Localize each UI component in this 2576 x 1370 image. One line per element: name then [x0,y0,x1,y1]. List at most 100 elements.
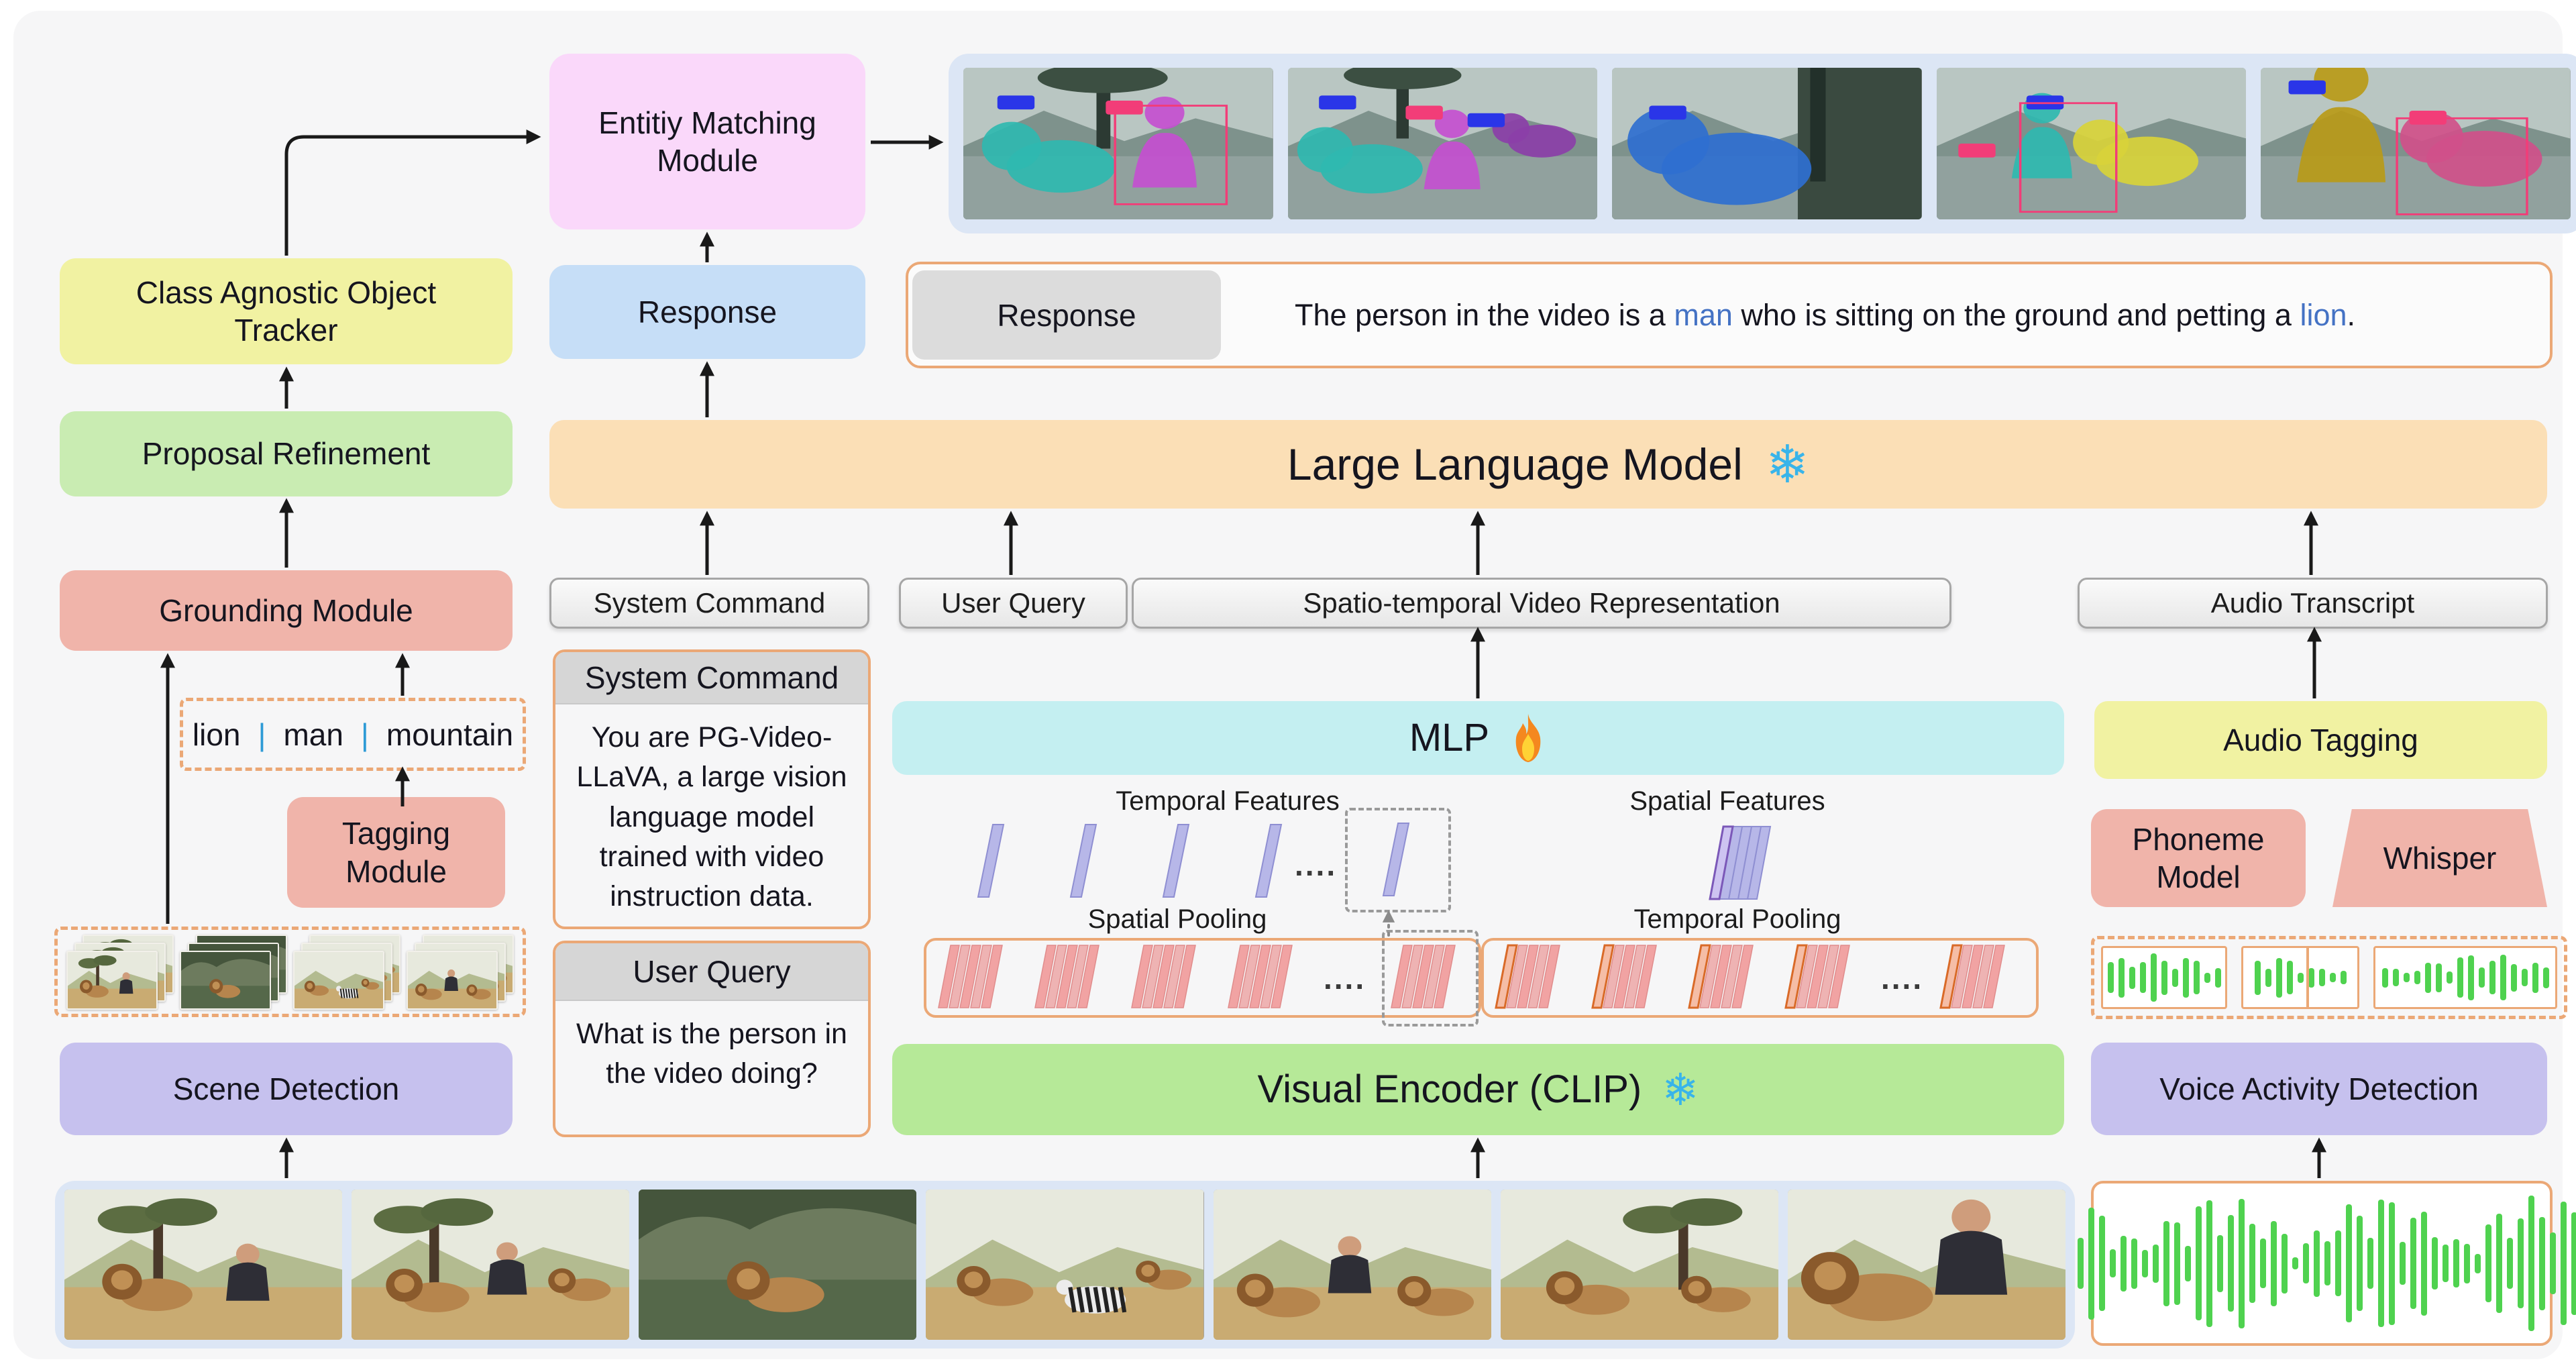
audio-transcript-pill-label: Audio Transcript [2210,587,2415,619]
temporal-feature-slabs [974,823,1289,903]
temporal-pooling-label: Temporal Pooling [1633,904,1841,934]
frame-feature-slab-group [1390,942,1470,1014]
voice-activity-detection-label: Voice Activity Detection [2159,1071,2479,1106]
frame-feature-slab-group [1688,942,1768,1014]
scene-clip-frame [293,950,385,1010]
system-command-pill: System Command [549,578,869,629]
frame-feature-slab-group [1227,942,1307,1014]
class-agnostic-object-tracker-label: Class Agnostic Object Tracker [136,274,437,348]
scene-clips-box [54,927,526,1017]
video-frame-thumbnail [352,1190,630,1340]
spatial-feature-stack [1707,823,1788,905]
frame-feature-slab-group [1495,942,1575,1014]
user-query-pill: User Query [899,578,1128,629]
audio-segment [2373,946,2557,1009]
frame-feature-group [1939,942,2020,1014]
grounding-module-label: Grounding Module [159,592,413,628]
scene-clip-stack [407,934,515,1010]
scene-detection-label: Scene Detection [172,1071,400,1106]
spatio-temporal-pill: Spatio-temporal Video Representation [1132,578,1951,629]
grounding-module-box: Grounding Module [60,570,513,651]
audio-segments-box [2091,936,2567,1019]
response-highlight-word: man [1674,297,1733,332]
frame-feature-groups [937,942,1307,1014]
proposal-refinement-box: Proposal Refinement [60,411,513,496]
frame-features-ellipsis: .... [1881,960,1924,996]
segmented-video-frame [2261,68,2571,219]
snowflake-icon: ❄ [1662,1065,1699,1114]
temporal-feature-slab [1252,821,1289,903]
tag-mountain: mountain [386,717,514,752]
frame-feature-slab-group [937,942,1018,1014]
audio-tagging-label: Audio Tagging [2223,722,2418,757]
response-text-part: The person in the video is a [1295,297,1674,332]
scene-clip-stack [293,934,401,1010]
phoneme-model-box: Phoneme Model [2091,809,2306,907]
snowflake-icon: ❄ [1765,435,1810,494]
video-frame-thumbnail [639,1190,917,1340]
audio-waveform-box [2023,1181,2576,1346]
user-query-card-title: User Query [555,943,868,1001]
frame-features-box-right: .... [1481,938,2039,1018]
scene-clip-stack [66,934,174,1010]
scene-clip-frame [407,950,498,1010]
voice-activity-detection-box: Voice Activity Detection [2091,1043,2547,1135]
tagging-module-box: Tagging Module [287,797,505,908]
audio-segment [2241,946,2359,1009]
proposal-refinement-label: Proposal Refinement [142,436,431,472]
spatio-temporal-pill-label: Spatio-temporal Video Representation [1303,587,1780,619]
segmented-frames-strip [949,54,2576,233]
video-frame-thumbnail [1213,1190,1491,1340]
system-command-card-body: You are PG-Video-LLaVA, a large vision l… [576,721,847,913]
phoneme-model-label: Phoneme Model [2132,821,2265,894]
spatial-pooling-label: Spatial Pooling [1087,904,1267,934]
frame-features-box-left: .... [924,929,1481,1026]
tag-lion: lion [192,717,241,752]
audio-segment-divider [2306,948,2309,1007]
frame-feature-groups [1495,942,1865,1014]
response-highlight-word: lion [2300,297,2347,332]
temporal-feature-slab [1159,821,1197,903]
video-frame-thumbnail [926,1190,1204,1340]
waveform [2023,1183,2576,1343]
segmented-video-frame [1936,68,2247,219]
system-command-pill-label: System Command [593,587,826,619]
visual-encoder-label: Visual Encoder (CLIP) [1257,1067,1642,1111]
response-row-text: The person in the video is a man who is … [1221,298,2355,333]
whisper-label: Whisper [2383,841,2497,876]
frame-features-ellipsis: .... [1324,960,1366,996]
segmented-video-frame [963,68,1273,219]
scene-detection-box: Scene Detection [60,1043,513,1135]
large-language-model-bar: Large Language Model ❄ [549,420,2547,509]
video-frame-thumbnail [1787,1190,2065,1340]
mlp-label: MLP [1409,715,1490,759]
frame-feature-slab-group [1591,942,1672,1014]
spatial-feature-slab-stack [1707,823,1788,905]
video-frame-thumbnail [1500,1190,1778,1340]
temporal-feature-slab [974,821,1012,903]
frame-feature-slab-group [1130,942,1211,1014]
response-box-label: Response [637,294,777,329]
fire-icon [1515,714,1541,762]
user-query-pill-label: User Query [941,587,1085,619]
tags-box: lion | man | mountain [180,698,526,771]
response-box: Response [549,265,865,359]
system-command-card: System Command You are PG-Video-LLaVA, a… [553,649,871,929]
waveform [2381,948,2549,1007]
visual-encoder-bar: Visual Encoder (CLIP) ❄ [892,1044,2064,1135]
segmented-video-frame [1612,68,1922,219]
entity-matching-module-box: Entitiy Matching Module [549,54,865,229]
temporal-ellipsis: .... [1295,847,1338,882]
tag-man: man [283,717,343,752]
frame-feature-slab-group [1784,942,1865,1014]
response-row-label: Response [912,270,1221,360]
tagging-module-label: Tagging Module [341,816,451,889]
tag-separator: | [360,717,369,752]
large-language-model-label: Large Language Model [1287,439,1743,489]
waveform [2254,948,2347,1007]
tags-text: lion | man | mountain [183,701,523,768]
frame-features-dashed-group [1382,929,1479,1026]
temporal-features-label: Temporal Features [1116,786,1340,816]
scene-clip-frame [179,950,271,1010]
temporal-feature-slab [1379,819,1417,902]
